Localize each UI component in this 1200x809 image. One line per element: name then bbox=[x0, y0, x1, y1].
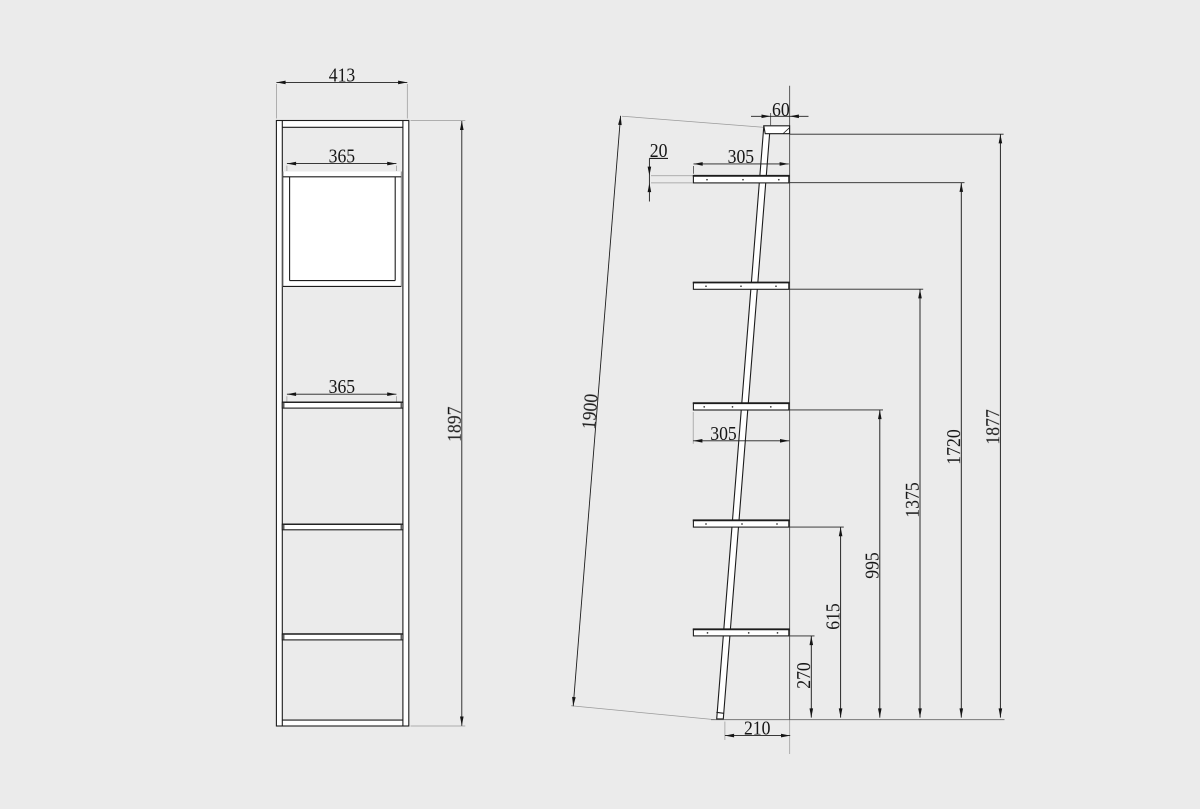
svg-text:1897: 1897 bbox=[445, 406, 466, 442]
svg-text:365: 365 bbox=[329, 377, 356, 398]
svg-text:210: 210 bbox=[744, 719, 771, 740]
svg-text:270: 270 bbox=[794, 662, 815, 689]
svg-text:60: 60 bbox=[772, 100, 790, 121]
svg-text:365: 365 bbox=[329, 147, 356, 168]
svg-text:995: 995 bbox=[863, 552, 884, 579]
svg-text:20: 20 bbox=[650, 141, 668, 162]
svg-text:305: 305 bbox=[728, 147, 755, 168]
svg-text:615: 615 bbox=[823, 603, 844, 630]
svg-text:305: 305 bbox=[710, 424, 737, 445]
svg-text:1877: 1877 bbox=[983, 409, 1004, 445]
svg-text:1375: 1375 bbox=[903, 482, 924, 517]
svg-text:1900: 1900 bbox=[579, 393, 603, 430]
svg-text:413: 413 bbox=[329, 66, 356, 87]
svg-text:1720: 1720 bbox=[944, 429, 965, 464]
